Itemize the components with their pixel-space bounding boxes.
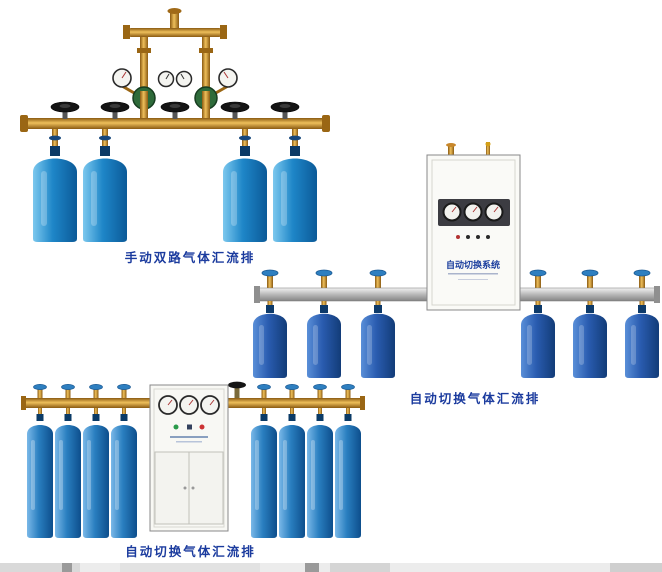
riser-valves <box>261 269 651 289</box>
strip-block <box>305 563 319 572</box>
cabinet-door-left <box>154 451 190 525</box>
gas-cylinders <box>33 146 317 242</box>
cylinder-connections <box>49 129 301 147</box>
cabinet-door-right <box>188 451 224 525</box>
strip-block <box>330 563 390 572</box>
cropped-photo-strip <box>0 563 662 572</box>
product-figure-auto-switch-1: 自动切换系统 <box>252 142 662 380</box>
illustration-auto-switch-manifold: 自动切换系统 <box>253 142 660 378</box>
strip-block <box>120 563 260 572</box>
main-manifold-pipe <box>20 91 330 132</box>
manifold-pipe <box>21 396 365 410</box>
gas-cylinders <box>253 305 659 378</box>
strip-block <box>62 563 72 572</box>
black-handwheel <box>228 381 246 389</box>
cabinet-panel-label: 自动切换系统 <box>446 259 500 270</box>
product-figure-manual-dual <box>10 6 340 246</box>
gas-cylinders <box>27 408 361 538</box>
riser-valves <box>33 381 355 399</box>
valve-handwheels <box>50 101 300 119</box>
control-cabinet: 自动切换系统 <box>426 142 521 311</box>
product-caption: 自动切换气体汇流排 <box>409 392 541 406</box>
product-figure-auto-switch-2 <box>18 380 368 540</box>
illustration-manual-dual-manifold <box>20 8 330 242</box>
strip-block <box>610 563 662 572</box>
top-outlet-assembly <box>123 8 227 91</box>
product-caption: 自动切换气体汇流排 <box>125 545 256 559</box>
product-caption: 手动双路气体汇流排 <box>124 251 256 265</box>
pressure-gauges <box>112 68 238 96</box>
illustration-auto-switch-manifold-2 <box>21 381 365 538</box>
strip-block <box>0 563 80 572</box>
control-cabinet <box>149 384 229 532</box>
